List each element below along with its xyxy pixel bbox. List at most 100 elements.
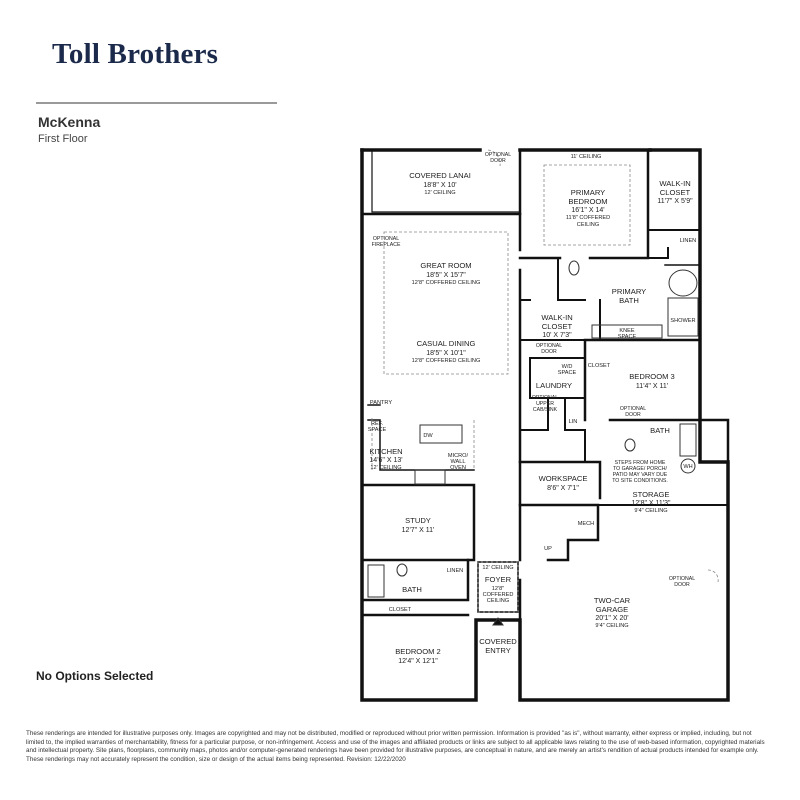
lin-label: LIN [569, 419, 578, 425]
opt-door-closet-2: DOOR [541, 349, 557, 355]
ref-label: REF. [371, 421, 384, 427]
foyer-ceiling3: CEILING [487, 598, 509, 604]
great-room-dims: 18'5" X 15'7" [426, 272, 466, 279]
header-divider [36, 102, 277, 104]
steps-note-2: TO GARAGE/ PORCH/ [613, 466, 667, 472]
model-name: McKenna [38, 114, 101, 130]
bed2-name: BEDROOM 2 [395, 647, 441, 656]
wh-label: WH [683, 464, 692, 470]
entry-arrow [492, 617, 504, 626]
steps-note-1: STEPS FROM HOME [615, 460, 666, 466]
bed3-name: BEDROOM 3 [629, 372, 675, 381]
opt-door-bed3-2: DOOR [625, 412, 641, 418]
wall-laundry [529, 357, 586, 399]
primary-bed-dims: 16'1" X 14' [571, 207, 604, 214]
lanai-ceiling: 12' CEILING [424, 190, 455, 196]
kitchen-dims: 14'6" X 13' [369, 457, 402, 464]
primary-bath-name: PRIMARY [612, 287, 646, 296]
cooktop [414, 469, 446, 485]
opt-upper-2: UPPER [536, 401, 554, 407]
bath2-toilet [396, 563, 408, 577]
foyer-name: FOYER [485, 575, 512, 584]
primary-bed-coffer [543, 164, 631, 246]
oven-label: OVEN [450, 465, 466, 471]
bathtub-primary [668, 269, 698, 297]
opt-door-bed3: OPTIONAL [620, 406, 646, 412]
great-room-ceiling: 12'8" COFFERED CEILING [412, 280, 481, 286]
dining-name: CASUAL DINING [417, 339, 476, 348]
wall-closet [647, 229, 701, 259]
wall-hall [519, 397, 586, 463]
closet-label-bed3: CLOSET [588, 363, 611, 369]
wall-workspace [518, 460, 602, 562]
wic1-name: WALK-IN [659, 179, 690, 188]
up-label: UP [544, 546, 552, 552]
ref-space-label: SPACE [368, 427, 387, 433]
steps-note-3: PATIO MAY VARY DUE [613, 472, 668, 478]
wic2-name: WALK-IN [541, 313, 572, 322]
knee-label: KNEE [619, 328, 635, 334]
wd-space-label: SPACE [558, 370, 577, 376]
bath3-toilet [624, 438, 636, 452]
garage-door-swing [707, 569, 719, 583]
great-room-coffer [383, 231, 509, 375]
shower-label: SHOWER [670, 318, 695, 324]
primary-bed-name2: BEDROOM [568, 197, 607, 206]
study-name: STUDY [405, 516, 431, 525]
storage-dims: 12'8" X 11'3" [631, 500, 671, 507]
workspace-dims: 8'6" X 7'1" [547, 485, 579, 492]
wd-label: W/D [562, 364, 573, 370]
laundry-name: LAUNDRY [536, 381, 572, 390]
garage-name: TWO-CAR [594, 596, 631, 605]
storage-name: STORAGE [633, 490, 670, 499]
primary-toilet [568, 260, 580, 276]
opt-door-closet: OPTIONAL [536, 343, 562, 349]
micro-label: MICRO/ [448, 453, 469, 459]
linen-label: LINEN [680, 238, 696, 244]
primary-vanity [591, 324, 663, 339]
bath3-name: BATH [650, 426, 670, 435]
island [419, 424, 463, 444]
storage-ceiling: 9'4" CEILING [634, 508, 667, 514]
wic2-name2: CLOSET [542, 322, 573, 331]
wic1-name2: CLOSET [660, 188, 691, 197]
shower-box [667, 297, 699, 337]
mech-label: MECH [578, 521, 594, 527]
bed2-dims: 12'4" X 12'1" [398, 658, 438, 665]
primary-bed-name: PRIMARY [571, 188, 605, 197]
wic2-dims: 10' X 7'3" [542, 332, 572, 339]
foyer-note: 12' CEILING [482, 565, 513, 571]
floor-label: First Floor [38, 133, 88, 145]
opt-door-lanai: OPTIONAL [485, 152, 511, 158]
wall-bed3 [583, 338, 730, 464]
wall-bed2-bath [360, 558, 470, 617]
pantry-label: PANTRY [370, 400, 392, 406]
study-dims: 12'7" X 11' [402, 527, 435, 534]
bed3-dims: 11'4" X 11' [636, 383, 668, 390]
kitchen-outline [371, 418, 475, 470]
bath3-tub [679, 423, 697, 457]
foyer-ceiling: 12'8" [492, 586, 504, 592]
dw-label: DW [423, 433, 433, 439]
entry-name2: ENTRY [485, 646, 511, 655]
bath2-tub [367, 564, 385, 598]
opt-door-garage-2: DOOR [674, 582, 690, 588]
kitchen-ceiling: 12' CEILING [370, 465, 401, 471]
foyer-ceiling2: COFFERED [483, 592, 514, 598]
dining-ceiling: 12'8" COFFERED CEILING [412, 358, 481, 364]
knee-space-label: SPACE [618, 334, 637, 340]
options-status: No Options Selected [36, 669, 154, 683]
exterior-wall [360, 148, 730, 702]
garage-dims: 20'1" X 20' [595, 615, 628, 622]
toll-brothers-logo: Toll Brothers [52, 38, 219, 70]
primary-bed-note: 11' CEILING [571, 154, 602, 160]
opt-upper: OPTIONAL [532, 395, 558, 401]
closet-label-bed2: CLOSET [389, 607, 412, 613]
wic1-dims: 11'7" X 5'9" [657, 198, 693, 205]
garage-name2: GARAGE [596, 605, 629, 614]
great-room-name: GREAT ROOM [420, 261, 471, 270]
bath2-name: BATH [402, 585, 422, 594]
opt-fireplace-2: FIREPLACE [372, 242, 401, 248]
opt-cab-sink: CAB/SINK [533, 407, 558, 413]
